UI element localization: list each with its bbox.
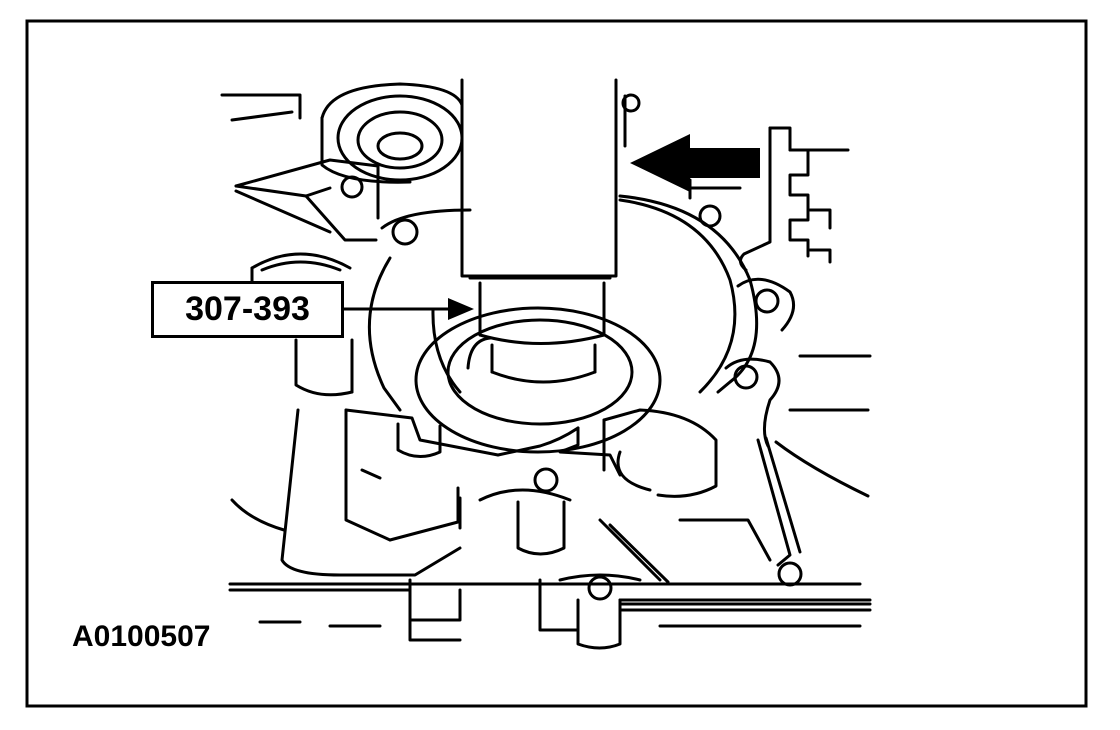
tool-callout-box: 307-393 — [151, 281, 344, 338]
arrow-right-icon — [344, 298, 474, 320]
arrow-left-icon — [630, 134, 760, 192]
tool-number-label: 307-393 — [185, 290, 310, 328]
figure-id: A0100507 — [72, 620, 211, 653]
figure-frame — [25, 19, 1088, 708]
housing-drawing — [220, 78, 872, 650]
